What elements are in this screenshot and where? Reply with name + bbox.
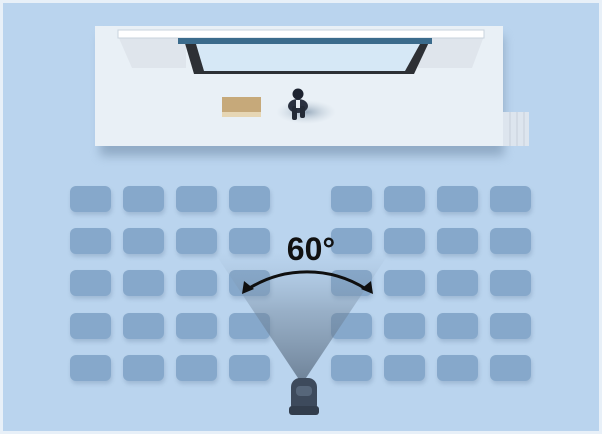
seat bbox=[490, 270, 531, 296]
angle-arc bbox=[242, 270, 373, 294]
seat bbox=[437, 186, 478, 212]
seat bbox=[331, 355, 372, 381]
seat bbox=[123, 355, 164, 381]
seat bbox=[176, 355, 217, 381]
seat bbox=[123, 228, 164, 254]
seat bbox=[437, 313, 478, 339]
seat bbox=[331, 228, 372, 254]
seat bbox=[176, 228, 217, 254]
seat bbox=[70, 186, 111, 212]
seat bbox=[384, 270, 425, 296]
camera-icon bbox=[289, 378, 319, 415]
seat bbox=[229, 186, 270, 212]
ceiling-rail bbox=[117, 29, 485, 39]
angle-label: 60° bbox=[287, 231, 335, 267]
screen-wing-right bbox=[418, 36, 484, 68]
seat bbox=[490, 228, 531, 254]
seat bbox=[490, 186, 531, 212]
seat bbox=[437, 228, 478, 254]
seat bbox=[70, 313, 111, 339]
projection-screen bbox=[196, 44, 420, 71]
screen-wing-left bbox=[118, 36, 186, 68]
seat bbox=[490, 313, 531, 339]
seat bbox=[384, 355, 425, 381]
arc-arrowhead-right bbox=[361, 281, 373, 294]
seat bbox=[384, 186, 425, 212]
seat bbox=[176, 313, 217, 339]
seating-area bbox=[70, 186, 532, 384]
seat bbox=[331, 186, 372, 212]
seat bbox=[123, 313, 164, 339]
seat bbox=[229, 228, 270, 254]
seat bbox=[176, 186, 217, 212]
screen-rail bbox=[178, 38, 432, 44]
seat bbox=[123, 270, 164, 296]
seat bbox=[229, 355, 270, 381]
seat bbox=[490, 355, 531, 381]
seat bbox=[437, 355, 478, 381]
seat bbox=[384, 313, 425, 339]
seat bbox=[70, 228, 111, 254]
seat bbox=[123, 186, 164, 212]
seat bbox=[384, 228, 425, 254]
podium-top bbox=[222, 112, 261, 117]
seat bbox=[70, 270, 111, 296]
stage-right-step bbox=[503, 112, 529, 146]
arc-arrowhead-left bbox=[242, 281, 254, 294]
seat bbox=[437, 270, 478, 296]
presenter-figure-icon bbox=[288, 88, 308, 120]
seat bbox=[176, 270, 217, 296]
seat bbox=[70, 355, 111, 381]
